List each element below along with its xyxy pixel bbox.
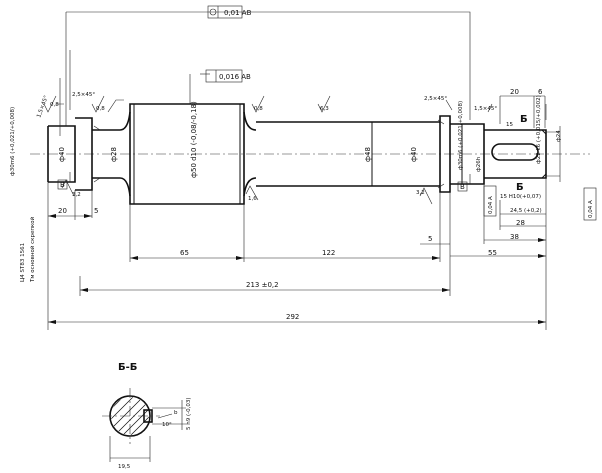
std-note: Ц4 ST83 1561 — [20, 243, 26, 282]
dim-122: 122 — [322, 249, 335, 257]
dim-d30m6: ф30m6 (+0,021/+0,008) — [458, 101, 464, 170]
tol-right2-label: 0,04 A — [488, 196, 494, 214]
dim-d40r: ф40 — [410, 147, 418, 162]
datum-markers — [57, 172, 471, 192]
sec-angle: 10° — [162, 422, 172, 428]
rough-08-a: 0,8 — [50, 102, 59, 108]
chamfer-left2: 1,5×45° — [36, 95, 50, 119]
dim-d30m6-left: ф30m6 (+0,021/+0,008) — [10, 107, 16, 176]
tol-mid-label: 0,016 AB — [219, 73, 251, 81]
tolerance-frame-top — [207, 5, 243, 19]
dim-d48: ф48 — [364, 147, 372, 162]
dim-24-5: 24,5 (+0,2) — [510, 208, 542, 214]
dim-d28: ф28 — [110, 147, 118, 162]
dim-5-right: 5 — [428, 235, 432, 243]
rough-08-c: 0,8 — [254, 106, 263, 112]
dim-292: 292 — [286, 313, 299, 321]
dim-20-left: 20 — [58, 207, 67, 215]
rough-63: 6,3 — [320, 106, 329, 112]
section-title: Б-Б — [118, 362, 137, 373]
dim-213: 213 ±0,2 — [246, 281, 279, 289]
sec-b: b — [174, 410, 178, 416]
dim-d24: ф24 — [556, 130, 562, 142]
sec-depth: 5 h9 (-0,03) — [186, 397, 192, 430]
dim-55: 55 — [488, 249, 497, 257]
rough-32-a: 3,2 — [72, 192, 81, 198]
bottom-dims — [47, 104, 547, 330]
datum-right: B — [460, 183, 465, 191]
dim-15: 15 — [506, 122, 513, 128]
sec-width: 19,5 — [118, 464, 131, 470]
tolerance-frame-mid — [205, 69, 243, 83]
chamfer-right2: 1,5×45° — [474, 106, 497, 112]
dim-38: 38 — [510, 233, 519, 241]
dim-28: 28 — [516, 219, 525, 227]
dim-d26h: ф26h — [476, 156, 482, 172]
tolerance-frame-right — [483, 185, 597, 221]
arrowheads — [48, 214, 546, 324]
dim-6-top: 6 — [538, 88, 543, 96]
dim-15h10: 15 H10(+0,07) — [500, 194, 541, 200]
chamfer-right: 2,5×45° — [424, 96, 447, 102]
tol-right-label: 0,04 A — [588, 200, 594, 218]
dim-d40: ф40 — [58, 147, 66, 162]
chamfer-left: 2,5×45° — [72, 92, 95, 98]
top-leaders — [56, 11, 546, 136]
section-cut-marker: Б — [520, 114, 528, 125]
datum-left: B — [60, 181, 65, 189]
section-cut-marker-2: Б — [516, 182, 524, 193]
rough-08-b: 0,8 — [96, 106, 105, 112]
section-view — [102, 388, 186, 462]
rough-16: 1,6 — [248, 196, 257, 202]
dim-d50: ф50 d10 (-0,08/-0,18) — [190, 101, 198, 178]
std-note-2: Тм основной скрепкой — [29, 216, 36, 283]
dim-5-left: 5 — [94, 207, 98, 215]
roughness-marks — [43, 95, 433, 205]
dim-20-top: 20 — [510, 88, 519, 96]
dim-d22k6: ф22 k6 (+0,015/+0,002) — [536, 95, 542, 164]
dim-65: 65 — [180, 249, 189, 257]
tol-top-label: 0,01 AB — [224, 9, 252, 17]
rough-32-b: 3,2 — [416, 190, 425, 196]
